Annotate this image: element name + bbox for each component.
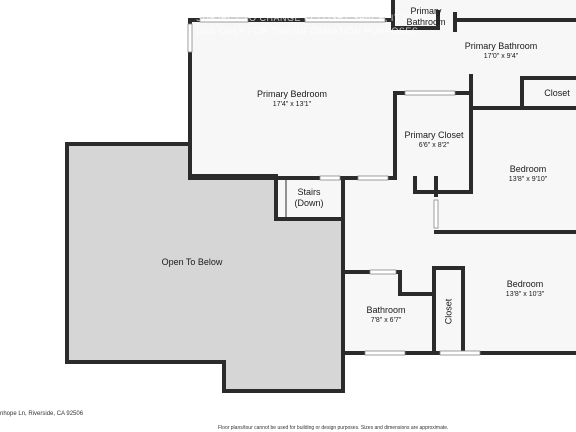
room-closet-top: Closet [544, 88, 570, 99]
room-stairs: Stairs (Down) [294, 187, 323, 209]
window [357, 175, 389, 181]
room-name: Closet [443, 298, 454, 325]
room-dimensions: 6'6" x 8'2" [418, 142, 450, 149]
room-name: Bedroom [506, 279, 544, 289]
room-name: Primary Bathroom [406, 6, 446, 27]
room-dimensions: 13'8" x 9'10" [508, 176, 548, 183]
room-name: Primary Bedroom [256, 89, 328, 99]
room-primary-bedroom: Primary Bedroom 17'4" x 13'1" [257, 89, 327, 109]
room-bathroom: Bathroom 7'8" x 6'7" [366, 305, 405, 325]
footer-disclaimer: Floor plans/tour cannot be used for buil… [218, 425, 449, 431]
window [439, 350, 481, 356]
watermark-line-2: USE ONLY FOR THE INFORMATION PURPOSES [196, 26, 419, 36]
room-name: Open To Below [161, 257, 223, 267]
window [404, 90, 456, 96]
room-name: Primary Closet [404, 130, 464, 140]
room-name: Stairs (Down) [294, 187, 324, 208]
window [304, 17, 386, 23]
room-dimensions: 7'8" x 6'7" [370, 317, 402, 324]
room-open-to-below: Open To Below [162, 257, 223, 268]
window [433, 199, 439, 229]
room-name: Bedroom [509, 164, 547, 174]
windows [187, 17, 481, 356]
room-closet-side: Closet [444, 299, 455, 325]
window [319, 175, 341, 181]
room-primary-closet: Primary Closet 6'6" x 8'2" [404, 130, 463, 150]
watermark-line-1: SUBJECT TO CHANGE • CLOSET SPACE, IT IS … [196, 13, 428, 23]
room-name: Primary Bathroom [464, 41, 538, 51]
room-primary-bathroom-small: Primary Bathroom [406, 6, 445, 28]
room-name: Bathroom [366, 305, 406, 315]
footer-address: nhope Ln, Riverside, CA 92506 [0, 411, 84, 417]
room-primary-bathroom: Primary Bathroom 17'0" x 9'4" [465, 41, 538, 61]
window [187, 23, 193, 53]
room-bedroom-1: Bedroom 13'8" x 9'10" [509, 164, 547, 184]
room-dimensions: 13'8" x 10'3" [505, 291, 545, 298]
room-name: Closet [544, 88, 570, 98]
window [364, 350, 406, 356]
room-dimensions: 17'0" x 9'4" [483, 53, 519, 60]
window [199, 17, 249, 23]
room-bedroom-2: Bedroom 13'8" x 10'3" [506, 279, 544, 299]
window [369, 269, 397, 275]
room-dimensions: 17'4" x 13'1" [272, 101, 312, 108]
